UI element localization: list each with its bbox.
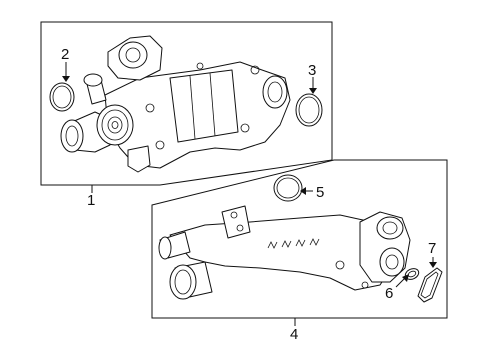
- callout-6: 6: [385, 285, 393, 302]
- gasket: [404, 268, 420, 280]
- seal: [417, 267, 443, 303]
- callout-5: 5: [316, 184, 324, 201]
- callout-7: 7: [428, 240, 436, 257]
- callout-3: 3: [308, 62, 316, 79]
- o-ring-left: [49, 82, 75, 112]
- o-ring-upper: [273, 174, 303, 202]
- callout-1: 1: [87, 192, 95, 209]
- leader-lines: [62, 62, 437, 326]
- callout-2: 2: [61, 46, 69, 63]
- water-pump-assembly: [60, 35, 291, 173]
- callout-4: 4: [290, 326, 298, 343]
- group-frame-4: [151, 159, 448, 319]
- coolant-pipe-thermostat-housing: [158, 205, 411, 300]
- group-frame-1: [40, 21, 333, 186]
- o-ring-right: [295, 93, 323, 127]
